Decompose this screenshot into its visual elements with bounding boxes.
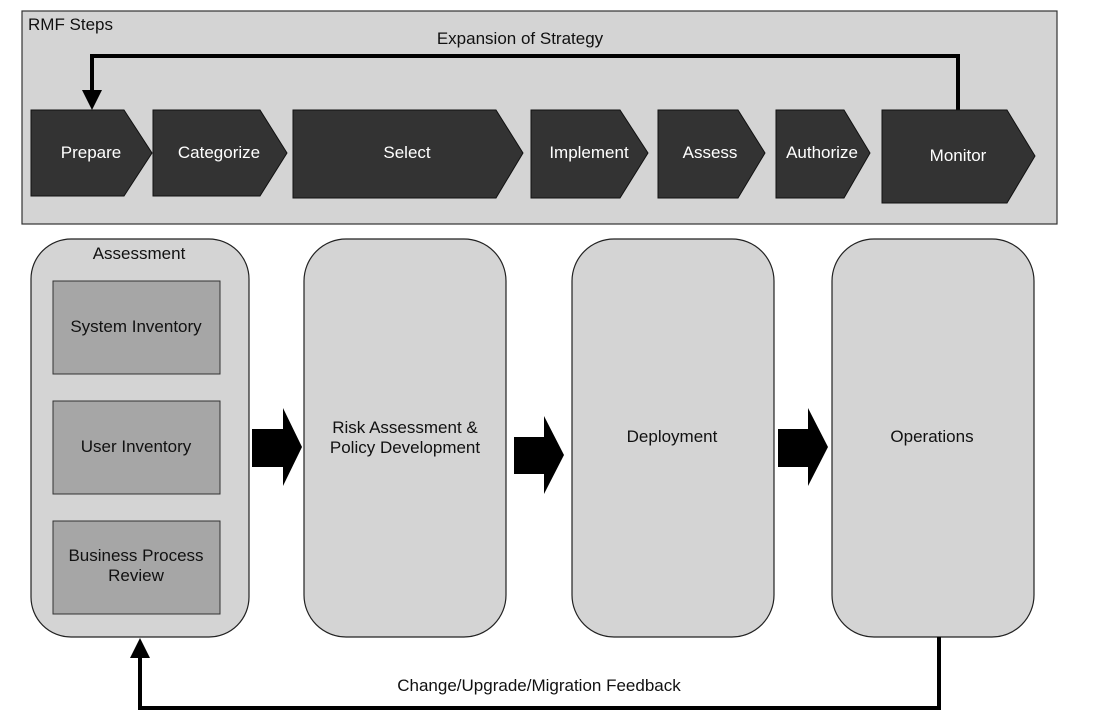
expansion-of-strategy-line xyxy=(90,54,960,110)
system-inventory-box xyxy=(52,280,221,375)
step-prepare-shape xyxy=(30,109,153,197)
step-authorize-label: Authorize xyxy=(786,143,858,162)
operations-container xyxy=(831,238,1035,638)
step-implement-shape xyxy=(530,109,649,199)
migration-feedback-label: Change/Upgrade/Migration Feedback xyxy=(397,676,681,695)
step-monitor-label: Monitor xyxy=(929,146,987,165)
step-select-shape xyxy=(292,109,524,199)
flow-arrow-3 xyxy=(778,408,828,486)
risk-policy-container xyxy=(303,238,507,638)
operations-label: Operations xyxy=(890,427,974,446)
step-categorize-shape xyxy=(152,109,288,197)
expansion-of-strategy-label: Expansion of Strategy xyxy=(436,29,604,48)
flow-arrow-2 xyxy=(514,416,564,494)
business-process-review-label: Business Process Review xyxy=(68,546,204,585)
risk-policy-label: Risk Assessment & Policy Development xyxy=(329,418,481,457)
step-authorize-shape xyxy=(775,109,871,199)
step-prepare-label: Prepare xyxy=(60,143,122,162)
step-categorize-label: Categorize xyxy=(177,143,261,162)
assessment-title: Assessment xyxy=(92,244,186,263)
user-inventory-label: User Inventory xyxy=(80,437,192,456)
step-assess-label: Assess xyxy=(682,143,738,162)
flow-arrow-1 xyxy=(252,408,302,486)
step-implement-label: Implement xyxy=(549,143,629,162)
business-process-review-box xyxy=(52,520,221,615)
expansion-of-strategy-arrowhead xyxy=(82,90,102,110)
system-inventory-label: System Inventory xyxy=(70,317,202,336)
step-monitor-shape xyxy=(881,109,1036,204)
migration-feedback-line xyxy=(138,637,941,710)
migration-feedback-arrowhead xyxy=(130,638,150,658)
step-assess-shape xyxy=(657,109,766,199)
rmf-steps-title: RMF Steps xyxy=(28,15,114,34)
deployment-container xyxy=(571,238,775,638)
user-inventory-box xyxy=(52,400,221,495)
deployment-label: Deployment xyxy=(626,427,718,446)
step-select-label: Select xyxy=(383,143,431,162)
